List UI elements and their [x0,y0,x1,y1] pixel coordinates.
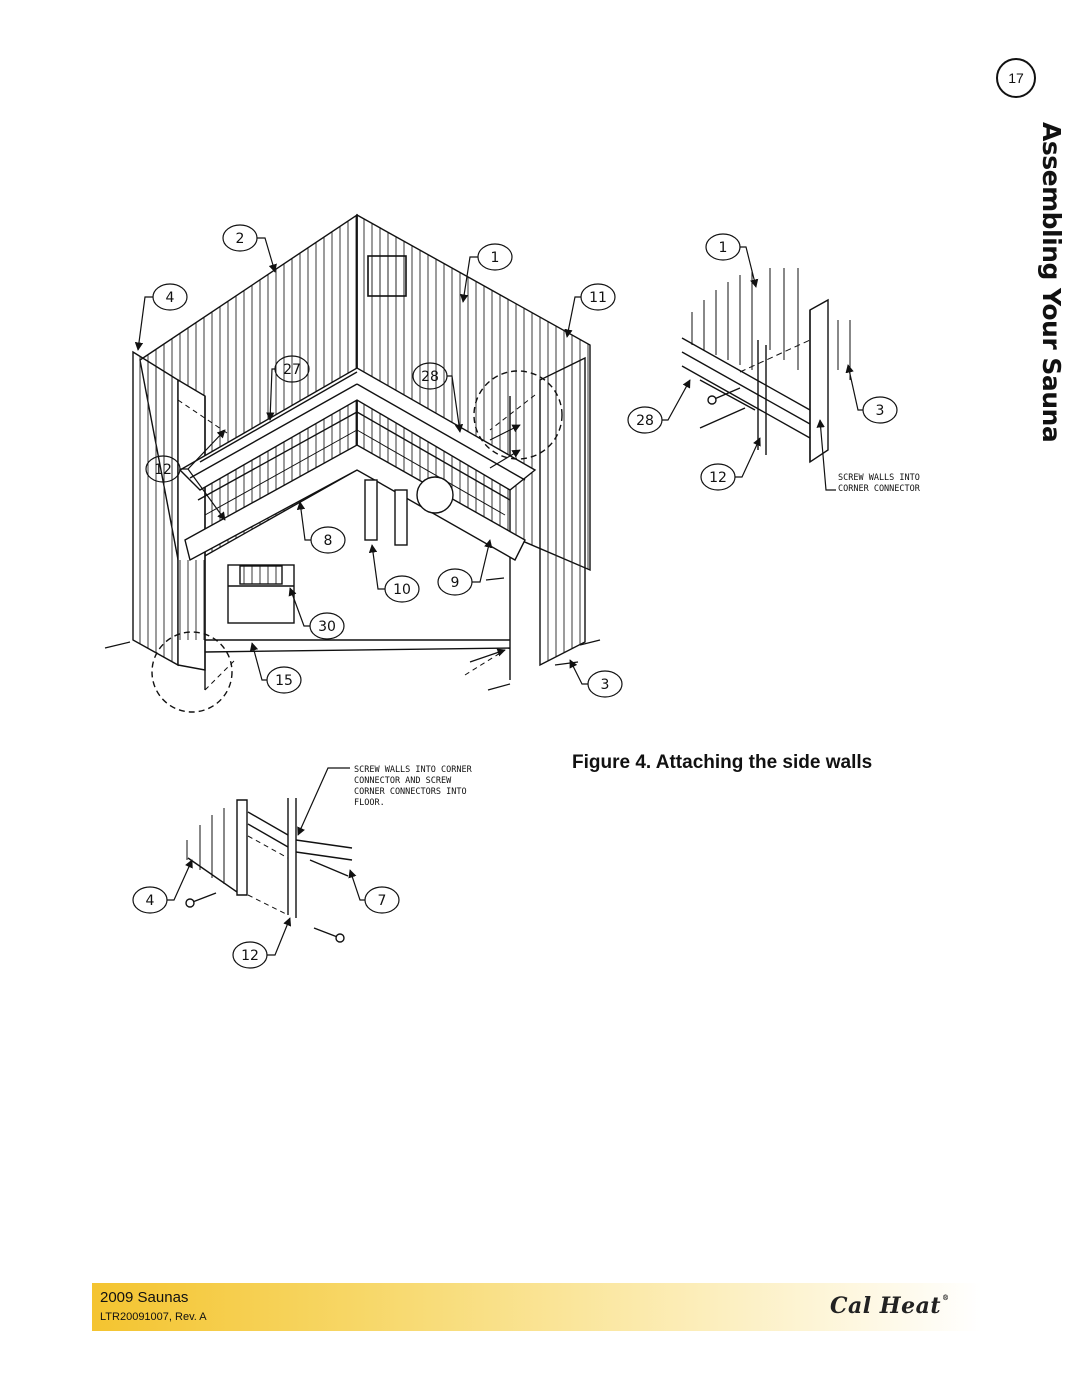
side-wall-left [132,350,179,667]
note-line: FLOOR. [354,798,385,808]
callout-label: 27 [283,362,301,378]
cal-heat-logo: Cal Heat® [830,1293,949,1319]
callout-12-detail [700,437,761,491]
callout-4-detail [132,859,193,914]
callout-9 [437,539,493,596]
note-line: CORNER CONNECTORS INTO [354,787,467,797]
detail-corner-top [681,268,851,464]
note-line: CONNECTOR AND SCREW [354,776,452,786]
callout-label: 28 [636,413,654,429]
callout-label: 4 [146,893,155,909]
callout-10 [368,544,420,603]
callout-15 [249,642,302,694]
callout-label: 15 [275,673,293,689]
note-line: CORNER CONNECTOR [838,484,921,494]
callout-label: 12 [241,948,259,964]
callout-8 [296,501,346,554]
callout-4 [134,283,188,351]
callout-12-detail-bottom [232,917,292,969]
main-callouts [134,224,623,698]
callout-label: 1 [491,250,500,266]
footer-doc-number: LTR20091007, Rev. A [100,1311,207,1323]
logo-mark: ® [941,1293,950,1302]
callout-label: 11 [589,290,607,306]
callout-label: 12 [709,470,727,486]
side-wall-right [539,356,586,667]
heater-icon [227,564,295,624]
callout-label: 10 [393,582,411,598]
callout-label: 12 [154,462,172,478]
callout-7-detail [348,869,400,914]
note-line: SCREW WALLS INTO CORNER [354,765,473,775]
page-number: 17 [996,58,1036,98]
footer-band [92,1283,982,1331]
callout-label: 8 [324,533,333,549]
callout-1 [460,243,513,303]
callout-12 [145,429,226,521]
callout-label: 3 [601,677,610,693]
main-callout-labels: 2 1 4 11 27 28 12 8 10 9 30 15 3 [154,231,609,693]
callout-label: 7 [378,893,387,909]
callout-28 [412,362,464,433]
detail-bottom-callouts [132,767,400,969]
main-sauna-view [104,213,601,713]
callout-label: 3 [876,403,885,419]
detail-bottom-labels: 4 7 12 SCREW WALLS INTO CORNER CONNECTOR… [146,765,473,964]
callout-30 [288,587,345,640]
figure-caption: Figure 4. Attaching the side walls [572,752,873,773]
callout-1-detail [705,233,759,288]
upper-bench [178,367,537,491]
callout-label: 4 [166,290,175,306]
callout-11 [564,283,616,338]
callout-label: 30 [318,619,336,635]
footer-title: 2009 Saunas [100,1289,189,1306]
detail-top-labels: 1 28 3 12 SCREW WALLS INTO CORNER CONNEC… [636,240,921,494]
detail-top-callouts [627,233,898,491]
callout-3-detail [845,364,898,424]
detail-corner-bottom [185,798,353,943]
callout-label: 2 [236,231,245,247]
callout-label: 9 [451,575,460,591]
vent [367,255,407,297]
callout-28-detail [627,379,691,434]
callout-2 [222,224,277,273]
callout-27 [266,355,310,421]
callout-label: 1 [719,240,728,256]
note-line: SCREW WALLS INTO [838,473,920,483]
callout-label: 28 [421,369,439,385]
callout-3 [569,659,623,698]
logo-text: Cal Heat [830,1293,941,1319]
